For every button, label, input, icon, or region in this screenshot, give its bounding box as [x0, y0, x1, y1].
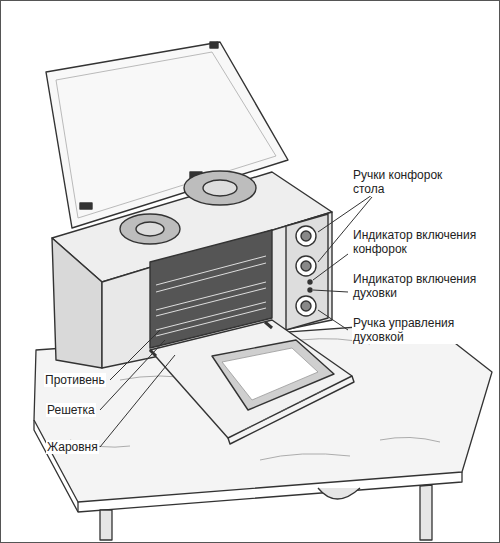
part-label: Жаровня [46, 440, 99, 454]
part-label: Решетка [46, 403, 96, 417]
leader-lines [100, 195, 372, 447]
part-label: Ручка управления духовкой [352, 316, 474, 344]
part-label: Ручки конфорок стола [352, 168, 454, 196]
part-label: Индикатор включения конфорок [352, 228, 494, 256]
part-label: Индикатор включения духовки [352, 272, 494, 300]
part-label: Противень [44, 373, 106, 387]
